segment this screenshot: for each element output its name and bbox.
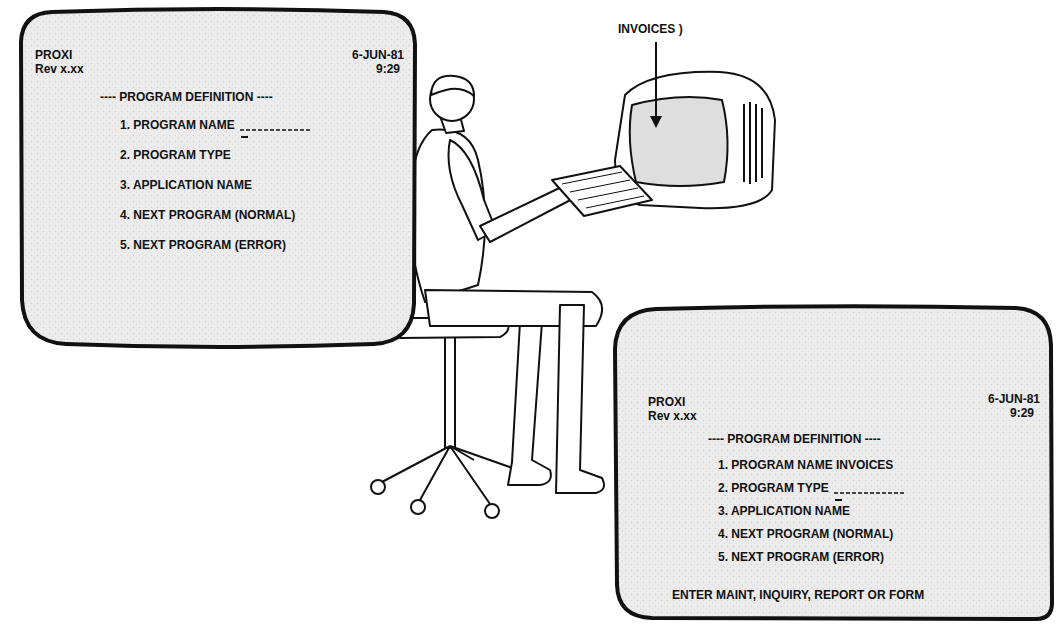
screen-text: 3. APPLICATION NAME <box>718 504 850 518</box>
callout-label: INVOICES ) <box>616 22 685 36</box>
terminal-screen <box>630 97 728 186</box>
arrow-head <box>650 116 662 128</box>
screen-face <box>21 9 415 347</box>
keyboard-keys <box>562 172 644 208</box>
chair-wheel <box>411 500 425 514</box>
pointer-arrow <box>650 42 662 128</box>
screen-text: Rev x.xx <box>35 62 84 76</box>
leader-line <box>655 42 657 118</box>
screen-text: 9:29 <box>376 62 400 76</box>
chair-stem <box>445 336 455 448</box>
screen-text: 4. NEXT PROGRAM (NORMAL) <box>120 208 295 222</box>
screen-text: PROXI <box>648 395 685 409</box>
screen-text: Rev x.xx <box>648 409 697 423</box>
screen-text: 6-JUN-81 <box>988 392 1040 406</box>
screen-text: ---- PROGRAM DEFINITION ---- <box>100 90 273 104</box>
screen-text: INVOICES <box>836 458 893 472</box>
cursor-mark <box>835 499 842 501</box>
screen-text: 4. NEXT PROGRAM (NORMAL) <box>718 527 893 541</box>
screen-text: 6-JUN-81 <box>352 48 404 62</box>
back-leg <box>508 322 551 485</box>
screen-text: 1. PROGRAM NAME <box>718 458 833 472</box>
chair-wheel <box>371 480 385 494</box>
screen-face <box>615 306 1052 619</box>
cursor-mark <box>241 136 248 138</box>
keyboard <box>552 166 652 216</box>
screen-text: 5. NEXT PROGRAM (ERROR) <box>120 238 286 252</box>
terminal-vents <box>744 102 762 184</box>
screen-text: 2. PROGRAM TYPE <box>120 148 231 162</box>
front-leg <box>556 305 604 493</box>
entry-field <box>834 492 906 494</box>
screen-text: 2. PROGRAM TYPE <box>718 481 829 495</box>
crt-screen: PROXIRev x.xx 6-JUN-819:29 ---- PROGRAM DE… <box>612 305 1054 621</box>
screen-text: 3. APPLICATION NAME <box>120 178 252 192</box>
screen-text: PROXI <box>35 48 72 62</box>
screen-text: 9:29 <box>1010 406 1034 420</box>
hair <box>431 76 474 96</box>
chair-wheel <box>485 504 499 518</box>
crt-terminal <box>552 72 775 216</box>
screen-outline <box>612 305 1054 621</box>
chair-base <box>382 446 524 504</box>
screen-text: ---- PROGRAM DEFINITION ---- <box>708 432 881 446</box>
screen-text: 5. NEXT PROGRAM (ERROR) <box>718 550 884 564</box>
entry-field <box>240 129 312 131</box>
seated-operator <box>410 76 604 493</box>
crt-screen: PROXIRev x.xx 6-JUN-819:29 ---- PROGRAM DE… <box>18 8 418 348</box>
screen-text: 1. PROGRAM NAME <box>120 118 235 132</box>
screen-text: ENTER MAINT, INQUIRY, REPORT OR FORM <box>672 588 924 602</box>
